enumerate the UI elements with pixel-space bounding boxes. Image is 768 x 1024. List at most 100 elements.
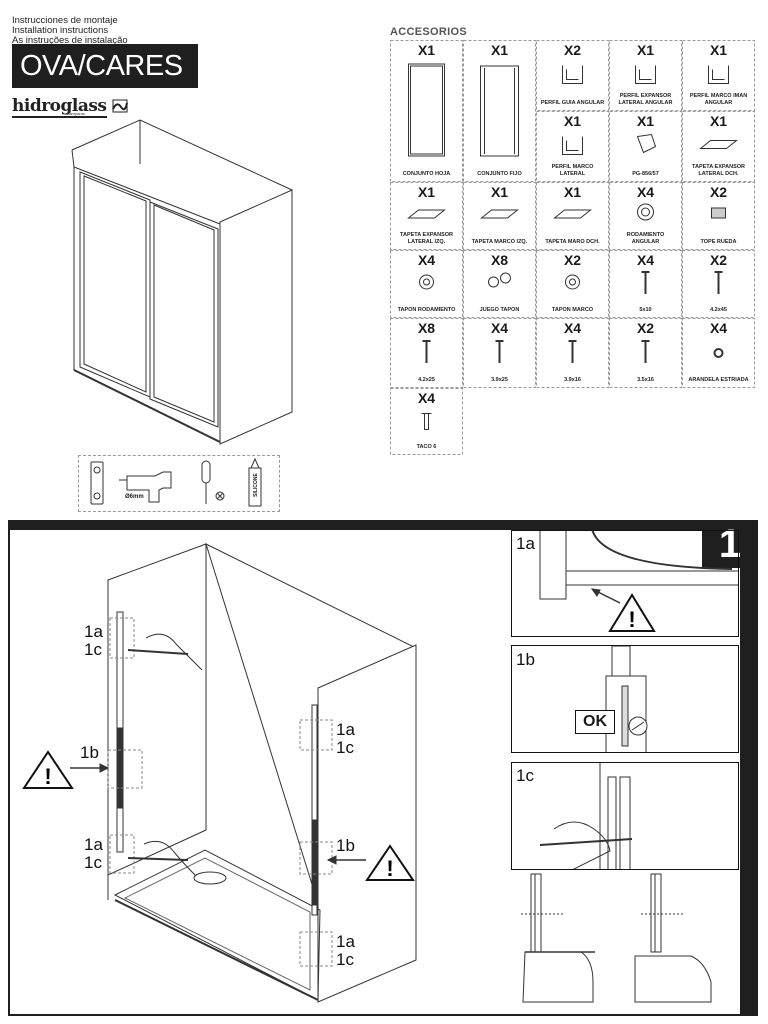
frame-cap-right-icon	[553, 209, 592, 219]
accessory-qty: X1	[636, 42, 655, 58]
magnet-profile-icon	[708, 65, 729, 84]
fixed-panel-icon	[480, 65, 519, 157]
handle-piece-icon	[636, 133, 657, 154]
frame-cap-left-icon	[480, 209, 519, 219]
accessory-item: X2 4.2x45	[682, 250, 755, 318]
silicone-detail-illustration	[521, 873, 712, 1003]
accessory-qty: X1	[636, 113, 655, 129]
drill-size-label: Ø6mm	[125, 494, 144, 500]
step-main-illustration: ! !	[22, 543, 417, 1003]
accessory-qty: X1	[417, 184, 436, 200]
callout-1c: 1c	[336, 950, 354, 969]
accessories-grid-lines	[390, 40, 755, 455]
screw-3-5x16-icon	[641, 340, 650, 363]
accessory-label: PERFIL MARCO IMAN ANGULAR	[689, 93, 748, 106]
accessory-label: RODAMIENTO ANGULAR	[626, 232, 665, 245]
washer-icon	[713, 348, 724, 358]
accessory-label: CONJUNTO FIJO	[477, 171, 522, 177]
accessory-qty: X4	[709, 320, 728, 336]
accessory-label: TAPON MARCO	[551, 307, 594, 313]
accessory-qty: X2	[709, 252, 728, 268]
side-frame-profile-icon	[562, 136, 583, 155]
ok-badge: OK	[575, 710, 615, 734]
accessory-qty: X1	[709, 113, 728, 129]
drill-icon	[119, 471, 172, 503]
tools-box: Ø6mm SILICONE	[78, 455, 280, 512]
callout-1a: 1a	[84, 622, 103, 641]
callout-1b: 1b	[336, 836, 355, 855]
screw-4-2x25-icon	[422, 340, 431, 363]
callout-1c: 1c	[336, 738, 354, 757]
accessory-label: TAPETA EXPANSOR LATERAL IZQ.	[400, 232, 453, 245]
product-illustration	[71, 119, 293, 445]
accessory-label: 5x10	[639, 307, 652, 313]
plug-set-icon	[488, 272, 511, 288]
brand-logo: hidroglass	[12, 96, 128, 118]
header-line-es: Instrucciones de montaje	[12, 15, 118, 26]
accessory-label: TAPETA MARCO IZQ.	[471, 239, 528, 245]
detail-panel-1a: !	[511, 530, 739, 637]
header-line-en: Installation instructions	[12, 25, 109, 36]
accessory-qty: X1	[709, 42, 728, 58]
frame-plug-icon	[565, 274, 580, 290]
accessory-label: 4.2x45	[710, 307, 727, 313]
svg-text:!: !	[628, 607, 635, 632]
callout-1a: 1a	[84, 835, 103, 854]
accessory-qty: X1	[490, 184, 509, 200]
guide-profile-icon	[562, 65, 583, 84]
svg-text:!: !	[44, 764, 51, 789]
screw-5x10-icon	[641, 271, 650, 294]
accessory-label: PG-856/57	[632, 171, 659, 177]
accessory-label: TAPETA MARO DCH.	[545, 239, 600, 245]
panel-label-1c: 1c	[516, 766, 534, 785]
step-frame-right-bar	[740, 520, 758, 1016]
accessory-qty: X8	[490, 252, 509, 268]
accessory-qty: X4	[563, 320, 582, 336]
panel-label-1a: 1a	[516, 534, 535, 553]
tools-illustration	[90, 457, 262, 507]
accessory-item: X4 3.9x25	[463, 318, 536, 388]
detail-panel-1b	[511, 645, 739, 753]
accessory-qty: X4	[417, 252, 436, 268]
accessory-qty: X1	[490, 42, 509, 58]
accessories-title: ACCESORIOS	[390, 26, 467, 38]
panel-label-1b: 1b	[516, 650, 535, 669]
warning-icon: !	[22, 750, 74, 789]
accessory-qty: X1	[563, 113, 582, 129]
accessory-qty: X4	[636, 184, 655, 200]
accessory-label: 3.9x25	[491, 377, 508, 383]
wheel-stop-icon	[711, 207, 726, 219]
screw-3-9x16-icon	[568, 340, 577, 363]
wall-plug-icon	[421, 413, 432, 430]
step-number: 1	[702, 520, 758, 568]
accessory-label: TACO 6	[416, 444, 437, 450]
accessory-qty: X2	[563, 252, 582, 268]
detail-1c-illustration	[539, 763, 633, 869]
warning-icon: !	[365, 844, 415, 881]
svg-text:!: !	[386, 856, 393, 881]
screw-3-9x25-icon	[495, 340, 504, 363]
screwdriver-icon	[201, 460, 211, 504]
level-icon	[90, 461, 104, 505]
accessory-label: 3.5x16	[637, 377, 654, 383]
cap-left-icon	[407, 209, 446, 219]
accessory-qty: X4	[490, 320, 509, 336]
accessory-label: CONJUNTO HOJA	[402, 171, 451, 177]
brand-tagline: mamparas	[66, 111, 85, 116]
accessory-label: JUEGO TAPON	[479, 307, 520, 313]
accessory-qty: X2	[709, 184, 728, 200]
callout-1b: 1b	[80, 743, 99, 762]
